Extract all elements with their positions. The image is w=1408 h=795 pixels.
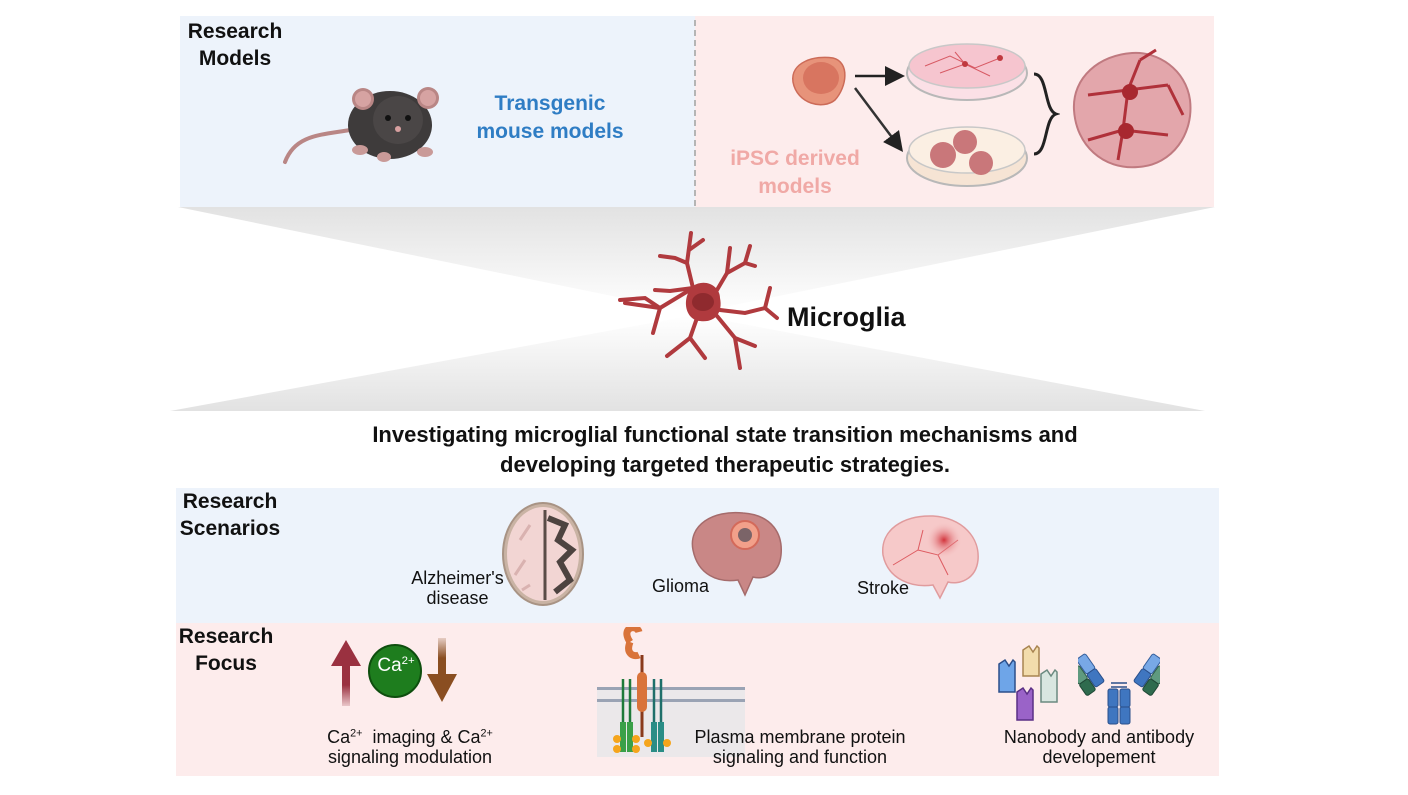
label-line: Plasma membrane protein (694, 727, 906, 747)
text: imaging & Ca (362, 727, 481, 747)
focus-membrane-label: Plasma membrane protein signaling and fu… (680, 727, 920, 767)
brain-stroke-icon (882, 515, 979, 600)
label-line: developement (1042, 747, 1156, 767)
research-scenarios-heading: Research Scenarios (174, 488, 286, 542)
antibody-icon (1078, 653, 1160, 725)
membrane-protein-icon (597, 627, 745, 757)
microglia-label: Microglia (787, 302, 906, 332)
headline-line: Investigating microglial functional stat… (372, 422, 1078, 447)
headline-line: developing targeted therapeutic strategi… (500, 452, 950, 477)
text: Ca (327, 727, 351, 747)
text: 2+ (350, 727, 363, 740)
dashed-divider (694, 20, 696, 206)
label-line: signaling modulation (327, 747, 493, 767)
research-focus-heading: Research Focus (170, 623, 282, 677)
heading-line: Research (187, 20, 283, 43)
ipsc-derived-label: iPSC derived models (720, 145, 870, 201)
nanobody-icon (998, 644, 1058, 721)
heading-line: Focus (195, 652, 257, 675)
label-line: mouse models (476, 120, 624, 143)
heading-line: Scenarios (179, 517, 281, 540)
ipsc-cell-icon (792, 56, 846, 106)
label-line: disease (426, 588, 489, 608)
label-line: Transgenic (494, 92, 606, 115)
arrow-down-icon (427, 638, 457, 702)
brace-icon (1033, 72, 1060, 156)
label-line: models (758, 175, 832, 198)
focus-antibody-label: Nanobody and antibody developement (985, 727, 1213, 767)
label-line: Alzheimer's (411, 568, 504, 588)
culture-dish-microglia-icon (906, 43, 1028, 101)
brain-section-icon (502, 502, 584, 606)
transgenic-mouse-label: Transgenic mouse models (460, 90, 640, 146)
ion-symbol: Ca (377, 655, 402, 676)
brain-organoid-icon (1072, 48, 1192, 169)
calcium-flux-icon (331, 638, 457, 706)
microglia-cell-icon (618, 231, 779, 370)
label-line: iPSC derived (730, 147, 860, 170)
scenario-alzheimers-label: Alzheimer's disease (400, 568, 515, 608)
scenario-stroke-label: Stroke (857, 578, 910, 598)
research-models-mouse-panel (180, 16, 695, 207)
calcium-ion-label: Ca2+ (370, 655, 422, 677)
scenario-glioma-label: Glioma (652, 576, 710, 596)
brain-tumor-icon (691, 511, 782, 597)
label-line: Ca2+ imaging & Ca2+ (300, 727, 520, 747)
culture-dish-organoid-icon (906, 126, 1028, 187)
label-line: signaling and function (712, 747, 888, 767)
label-line: Nanobody and antibody (1003, 727, 1195, 747)
arrows-icon (854, 66, 905, 152)
research-models-heading: Research Models (180, 18, 290, 72)
focus-calcium-label: Ca2+ imaging & Ca2+ signaling modulation (300, 727, 520, 767)
heading-line: Research (178, 625, 274, 648)
arrow-up-icon (331, 640, 361, 706)
heading-line: Models (198, 47, 272, 70)
heading-line: Research (182, 490, 278, 513)
funnel-shape (170, 207, 1215, 411)
text: 2+ (480, 727, 493, 740)
ion-charge: 2+ (401, 655, 415, 668)
mouse-icon (283, 87, 439, 164)
main-headline: Investigating microglial functional stat… (300, 420, 1150, 480)
